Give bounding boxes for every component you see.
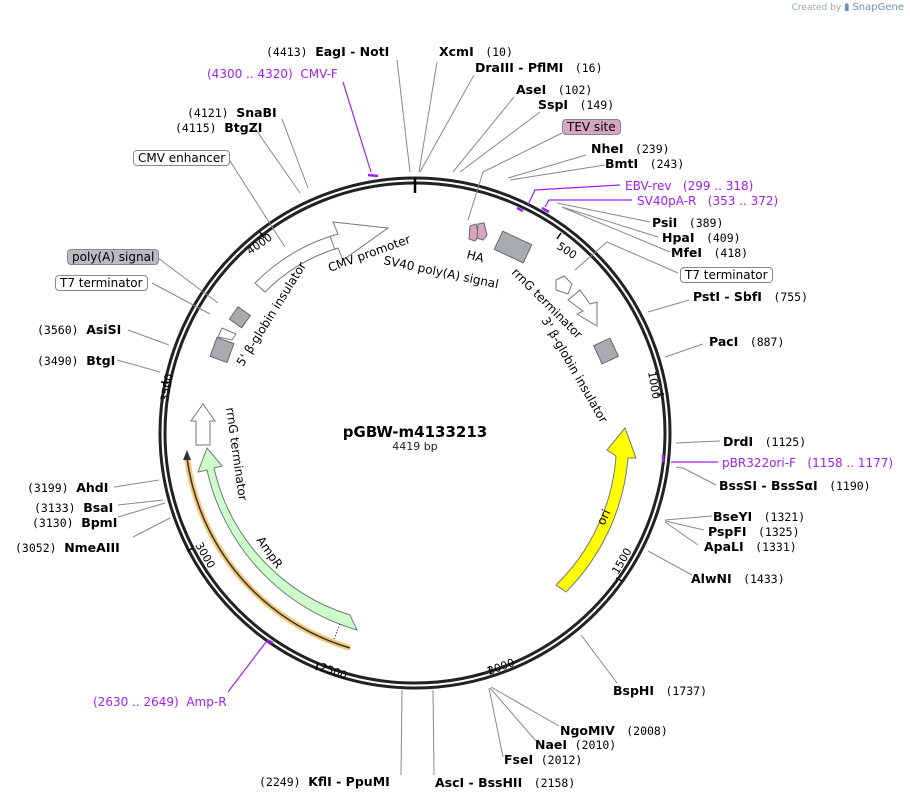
feature-amp-promoter[interactable] — [183, 450, 351, 651]
feature-3-globin-insulator-block[interactable] — [592, 337, 620, 365]
primer-label-sv40pa-r[interactable]: SV40pA-R (353 .. 372) — [637, 194, 779, 208]
enzyme-label[interactable]: (3052) NmeAIII — [15, 540, 120, 556]
feature-label-ori: ori — [594, 507, 613, 527]
enzyme-label[interactable]: (3560) AsiSI — [37, 322, 122, 338]
enzyme-label[interactable]: PsiI (389) — [652, 215, 724, 231]
feature-box-cmv-enhancer[interactable]: CMV enhancer — [133, 150, 231, 166]
enzyme-label[interactable]: NheI (239) — [591, 141, 670, 157]
plasmid-name: pGBW-m4133213 — [342, 423, 488, 441]
primer-leaders — [227, 81, 718, 693]
enzyme-label[interactable]: PspFI (1325) — [708, 524, 800, 540]
feature-box-tev-site[interactable]: TEV site — [562, 119, 621, 135]
feature-5-globin-insulator-block[interactable] — [209, 336, 235, 364]
enzyme-label[interactable]: HpaI (409) — [662, 230, 741, 246]
enzyme-label[interactable]: PacI (887) — [709, 334, 785, 350]
feature-label-rrng-left: rrnG terminator — [223, 406, 250, 501]
enzyme-label[interactable]: DrdI (1125) — [723, 434, 807, 450]
enzyme-label[interactable]: (4115) BtgZI — [175, 120, 263, 136]
svg-text:2500: 2500 — [318, 661, 349, 683]
primer-label-pbr322ori-f[interactable]: pBR322ori-F (1158 .. 1177) — [722, 456, 894, 470]
enzyme-label[interactable]: (3130) BpmI — [32, 515, 118, 531]
credit-prefix: Created by — [791, 3, 842, 13]
plasmid-length: 4419 bp — [392, 440, 438, 453]
svg-text:3500: 3500 — [158, 373, 176, 403]
feature-box-t7-terminator-left[interactable]: T7 terminator — [55, 275, 148, 291]
primer-label-ebv-rev[interactable]: EBV-rev (299 .. 318) — [625, 179, 754, 193]
enzyme-label[interactable]: FseI (2012) — [504, 752, 583, 768]
primer-label-amp-r[interactable]: (2630 .. 2649) Amp-R — [93, 695, 227, 709]
enzyme-leaders — [113, 59, 721, 776]
enzyme-label[interactable]: (2249) KflI - PpuMI — [259, 774, 390, 790]
enzyme-label[interactable]: XcmI (10) — [439, 44, 513, 60]
enzyme-label[interactable]: PstI - SbfI (755) — [693, 289, 809, 305]
svg-text:1000: 1000 — [645, 370, 663, 400]
enzyme-label[interactable]: BspHI (1737) — [613, 683, 708, 699]
enzyme-label[interactable]: BmtI (243) — [605, 156, 685, 172]
feature-t7-terminator-left[interactable] — [217, 327, 237, 341]
enzyme-label[interactable]: BseYI (1321) — [713, 509, 806, 525]
enzyme-label[interactable]: (4413) EagI - NotI — [266, 44, 390, 60]
snapgene-logo-icon: ▮ — [844, 2, 850, 13]
feature-box-t7-terminator-right[interactable]: T7 terminator — [680, 267, 773, 283]
feature-box-poly-a-signal[interactable]: poly(A) signal — [67, 249, 160, 265]
enzyme-label[interactable]: ApaLI (1331) — [704, 539, 797, 555]
feature-rrng-term-1[interactable] — [555, 275, 573, 295]
enzyme-label[interactable]: (4121) SnaBI — [187, 105, 277, 121]
enzyme-label[interactable]: AscI - BssHII (2158) — [435, 775, 576, 791]
enzyme-label[interactable]: SspI (149) — [538, 97, 615, 113]
enzyme-label[interactable]: (3199) AhdI — [27, 480, 109, 496]
primer-label-cmv-f[interactable]: (4300 .. 4320) CMV-F — [207, 67, 338, 81]
feature-label-ha: HA — [465, 247, 486, 265]
feature-ori[interactable] — [555, 427, 637, 593]
feature-poly-a-grey[interactable] — [228, 306, 252, 329]
enzyme-label[interactable]: (3133) BsaI — [34, 500, 114, 516]
credit-brand: SnapGene — [852, 2, 904, 13]
enzyme-label[interactable]: MfeI (418) — [671, 245, 749, 261]
svg-text:4000: 4000 — [244, 231, 274, 258]
feature-ampr[interactable] — [197, 447, 358, 640]
scale-ticks — [160, 231, 665, 675]
snapgene-credit: Created by ▮ SnapGene — [792, 2, 904, 13]
feature-ha[interactable] — [468, 222, 488, 242]
feature-sv40-polya[interactable] — [493, 230, 533, 264]
enzyme-label[interactable]: (3490) BtgI — [37, 353, 116, 369]
enzyme-label[interactable]: AseI (102) — [516, 82, 593, 98]
enzyme-label[interactable]: NgoMIV (2008) — [560, 723, 668, 739]
feature-cmv-promoter[interactable] — [254, 221, 390, 293]
enzyme-label[interactable]: NaeI (2010) — [535, 737, 617, 753]
enzyme-label[interactable]: BssSI - BssSαI (1190) — [719, 478, 871, 494]
feature-rrng-term-2[interactable] — [567, 289, 598, 327]
enzyme-label[interactable]: DraIII - PflMI (16) — [475, 60, 603, 76]
feature-rrng-term-left[interactable] — [190, 403, 216, 446]
enzyme-label[interactable]: AlwNI (1433) — [691, 571, 785, 587]
